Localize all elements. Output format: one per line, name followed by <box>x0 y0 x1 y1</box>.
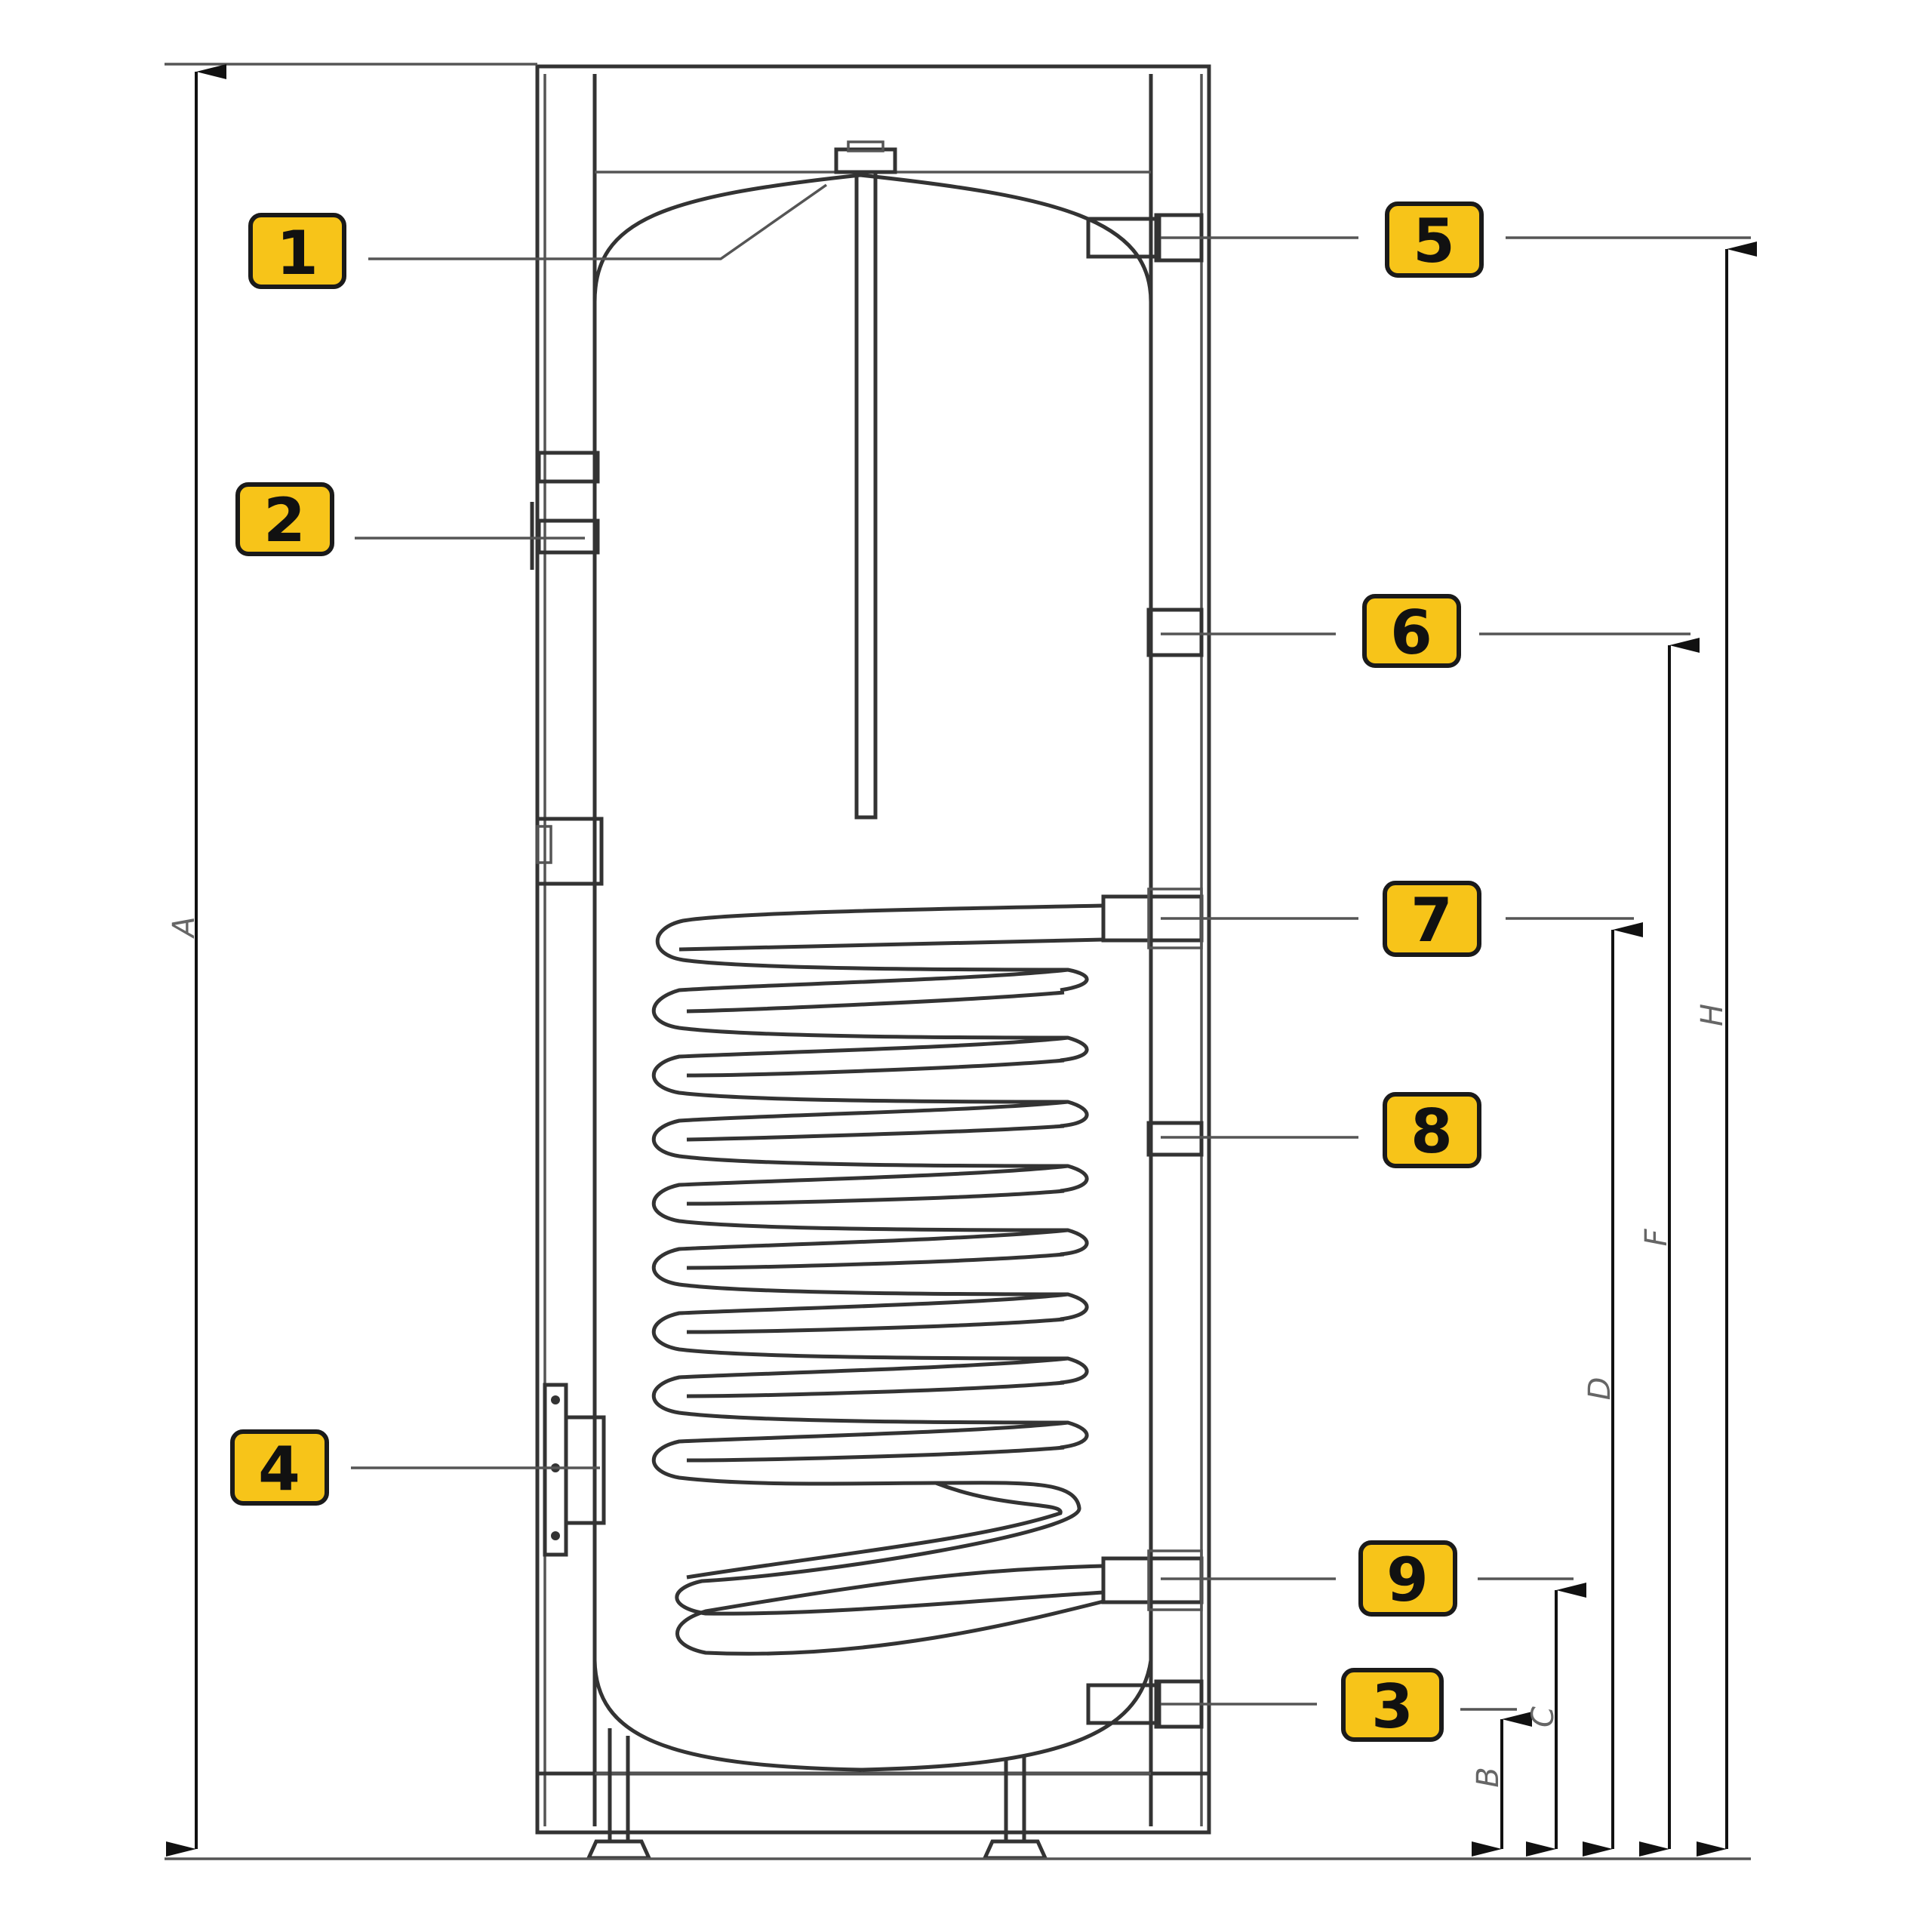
callout-4-label: 4 <box>258 1434 300 1504</box>
callout-7: 7 <box>1383 881 1481 957</box>
callout-3-label: 3 <box>1371 1672 1414 1742</box>
heat-exchanger-coil <box>651 903 1104 1656</box>
outer-casing <box>535 64 1211 1835</box>
callout-4: 4 <box>230 1429 329 1506</box>
callout-6: 6 <box>1362 594 1461 668</box>
callout-9: 9 <box>1358 1540 1457 1617</box>
callout-8: 8 <box>1383 1092 1481 1168</box>
dimension-h-label: H <box>1695 1004 1730 1026</box>
leader-lines <box>351 183 1358 1706</box>
dimension-lines <box>165 63 1757 1860</box>
callout-8-label: 8 <box>1411 1097 1453 1167</box>
callout-6-label: 6 <box>1390 598 1432 668</box>
dimension-a-label: A <box>167 916 202 939</box>
dimension-d-label: D <box>1583 1377 1617 1401</box>
callout-5-label: 5 <box>1413 206 1455 276</box>
inner-vessel <box>592 173 1153 1772</box>
right-connections <box>1086 213 1204 1729</box>
left-fittings <box>530 451 606 1557</box>
callout-2: 2 <box>235 482 334 556</box>
callout-1-label: 1 <box>276 218 318 288</box>
callout-9-label: 9 <box>1386 1545 1429 1615</box>
anode-rod <box>834 140 897 820</box>
callout-2-label: 2 <box>263 485 306 555</box>
callout-1: 1 <box>248 213 346 289</box>
callout-7-label: 7 <box>1411 885 1453 955</box>
dimension-f-label: F <box>1639 1229 1674 1247</box>
support-legs <box>586 1728 1048 1860</box>
callout-3: 3 <box>1341 1668 1444 1742</box>
dimension-labels: A H F D C B <box>167 916 1730 1787</box>
dimension-c-label: C <box>1526 1706 1561 1727</box>
callout-5: 5 <box>1385 202 1484 278</box>
dimension-b-label: B <box>1471 1767 1506 1787</box>
